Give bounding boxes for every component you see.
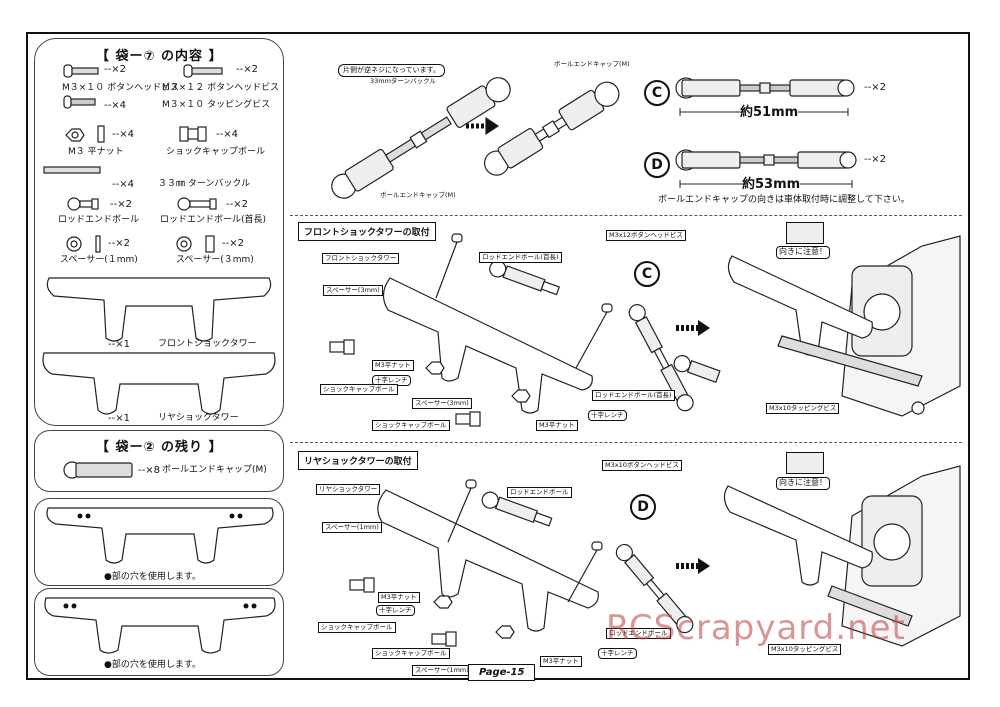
holes-note-front: ●部の穴を使用します。 [104, 572, 201, 582]
ball-end-cap-bottom-label: ボールエンドキャップ(M) [380, 191, 456, 199]
ball-end-cap-drawing [63, 461, 133, 479]
rear-nut-label-b: M3平ナット [540, 656, 582, 668]
marker-d-top: D [644, 152, 670, 178]
ball-end-cap-top-label: ボールエンドキャップ(M) [554, 60, 630, 68]
bag7-item-qty: --×2 [236, 64, 258, 75]
bag7-item-qty: --×4 [104, 100, 126, 111]
turnbuckle-c-drawing [675, 77, 855, 116]
rear-spacer1-label-b: スペーサー(1mm) [412, 665, 472, 677]
length-d: 約53mm [742, 177, 801, 192]
rear-tapping-label: M3x10タッピングビス [768, 644, 842, 656]
rear-wrench-label-b: 十字レンチ [598, 648, 637, 660]
bag7-item-qty: --×4 [112, 129, 134, 140]
front-nut-label-a: M3平ナット [372, 360, 414, 372]
bag7-item-label: M３ 平ナット [68, 147, 124, 157]
rear-screw-m3x10-label: M3x10ボタンヘッドビス [602, 460, 682, 472]
bag7-item-qty: --×2 [110, 199, 132, 210]
page-number: Page-15 [468, 664, 536, 681]
hole-panel-front [34, 498, 284, 586]
bag7-item-qty: --×2 [108, 238, 130, 249]
front-chassis-drawing [727, 235, 961, 417]
bag7-item-label: ロッドエンドボール [58, 215, 140, 225]
direction-note: ボールエンドキャップの向きは車体取付時に調整して下さい。 [658, 195, 910, 205]
front-exploded-drawing [329, 233, 721, 427]
rear-caution-label: 向きに注意！ [776, 477, 830, 490]
bag7-item-label: フロントショックタワー [158, 339, 257, 349]
front-rod-end-long-label: ロッドエンドボール(首長) [479, 252, 562, 264]
front-tower-holes [46, 507, 274, 564]
front-arrow [676, 320, 710, 336]
front-section-title: フロントショックタワーの取付 [298, 222, 436, 241]
bag7-item-label: ３３㎜ ターンバックル [158, 179, 251, 189]
bag7-title: 【 袋ー⑦ の内容 】 [96, 49, 223, 64]
front-nut-label-b: M3平ナット [536, 420, 578, 432]
front-wrench-label-b: 十字レンチ [588, 410, 627, 422]
bag7-item-label: スペーサー(１mm) [60, 255, 138, 265]
bag7-item-qty: --×4 [216, 129, 238, 140]
bag7-item-label: スペーサー(３mm) [176, 255, 254, 265]
front-caution-icon [786, 222, 824, 244]
rear-spacer1-label: スペーサー(1mm) [322, 522, 382, 534]
turnbuckle-label: 33mmターンバックル [370, 77, 436, 85]
bag7-item-label: リヤショックタワー [158, 413, 239, 423]
rear-chassis-drawing [723, 465, 961, 647]
turnbuckle-assembly-drawing [331, 77, 620, 199]
marker-d-rear: D [630, 494, 656, 520]
rear-wrench-label-a: 十字レンチ [376, 605, 415, 617]
front-shock-ball-label-b: ショックキャップボール [372, 420, 450, 432]
bag7-parts-drawings [42, 64, 276, 415]
marker-c-top: C [644, 80, 670, 106]
rear-arrow [676, 558, 710, 574]
front-screw-m3x12-label: M3x12ボタンヘッドビス [606, 230, 686, 242]
front-shock-ball-label-a: ショックキャップボール [320, 384, 398, 396]
front-spacer3-label: スペーサー(3mm) [323, 285, 383, 297]
bag7-item-label: M３×１０ タッピングビス [162, 100, 271, 110]
front-caution-label: 向きに注意！ [776, 246, 830, 259]
hole-panel-rear [34, 588, 284, 676]
bag2-title: 【 袋ー② の残り 】 [96, 440, 223, 455]
rear-caution-icon [786, 452, 824, 474]
bag7-item-qty: --×1 [108, 339, 130, 350]
qty-d: --×2 [864, 154, 886, 165]
rear-exploded-drawing [349, 479, 694, 647]
bag2-label: ボールエンドキャップ(M) [162, 465, 267, 475]
front-tapping-label: M3x10タッピングビス [766, 403, 840, 415]
bag7-item-label: M３×１２ ボタンヘッドビス [162, 83, 280, 93]
bag7-item-qty: --×2 [222, 238, 244, 249]
rear-rod-end-label-b: ロッドエンドボール [606, 628, 671, 640]
bag7-item-label: M３×１０ ボタンヘッドビス [62, 83, 180, 93]
rear-nut-label-a: M3平ナット [378, 592, 420, 604]
bag7-item-qty: --×2 [104, 64, 126, 75]
rear-shock-ball-label-a: ショックキャップボール [318, 622, 396, 634]
front-spacer3-label-b: スペーサー(3mm) [412, 398, 472, 410]
bag7-item-qty: --×4 [112, 179, 134, 190]
bag7-item-label: ロッドエンドボール(首長) [160, 215, 267, 225]
front-rod-end-long-bottom-label: ロッドエンドボール(首長) [592, 390, 675, 402]
marker-c-front: C [634, 261, 660, 287]
front-divider [290, 215, 962, 216]
bag7-panel [34, 38, 284, 426]
bag7-item-qty: --×2 [226, 199, 248, 210]
length-c: 約51mm [740, 105, 799, 120]
holes-note-rear: ●部の穴を使用します。 [104, 660, 201, 670]
watermark: RCScrapyard.net [606, 608, 906, 648]
qty-c: --×2 [864, 82, 886, 93]
front-tower-label: フロントショックタワー [322, 253, 400, 265]
bag2-panel [34, 430, 284, 492]
turnbuckle-d-drawing [675, 149, 857, 188]
rear-tower-holes [44, 597, 276, 654]
rear-shock-ball-label-b: ショックキャップボール [372, 648, 450, 660]
rear-divider [290, 442, 962, 443]
rear-rod-end-label: ロッドエンドボール [507, 487, 572, 499]
bag2-qty: --×8 [138, 465, 160, 476]
reverse-thread-note: 片側が逆ネジになっています。 [338, 64, 445, 77]
bag7-item-qty: --×1 [108, 413, 130, 424]
rear-tower-label: リヤショックタワー [316, 484, 381, 496]
rear-section-title: リヤショックタワーの取付 [298, 451, 418, 470]
bag7-item-label: ショックキャップボール [166, 147, 266, 157]
